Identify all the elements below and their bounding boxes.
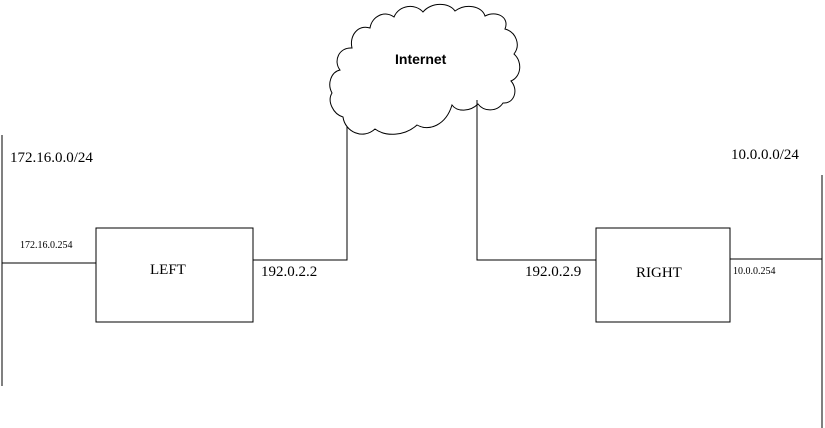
- left-outside-ip-label: 192.0.2.2: [261, 264, 317, 280]
- right-subnet-label: 10.0.0.0/24: [731, 147, 799, 163]
- cloud-label: Internet: [395, 51, 447, 67]
- left-inside-ip-label: 172.16.0.254: [20, 240, 73, 251]
- left-router-label: LEFT: [150, 262, 186, 278]
- left-subnet-label: 172.16.0.0/24: [10, 150, 93, 166]
- left-router-box: [95, 227, 254, 323]
- right-router-label: RIGHT: [636, 265, 682, 281]
- internet-cloud: [329, 3, 521, 135]
- right-router-box: [595, 227, 731, 323]
- left-wan-link: [253, 115, 348, 261]
- right-outside-ip-label: 192.0.2.9: [525, 264, 581, 280]
- right-wan-link: [476, 100, 596, 261]
- right-inside-ip-label: 10.0.0.254: [733, 266, 776, 277]
